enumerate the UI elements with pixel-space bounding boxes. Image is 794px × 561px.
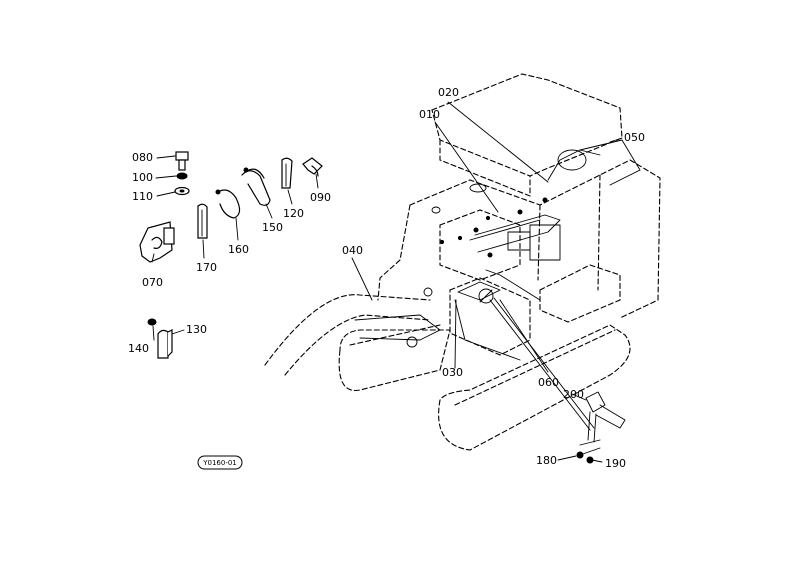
bracket-assembly-200 <box>576 391 626 464</box>
label-140: 140 <box>128 342 149 355</box>
label-020: 020 <box>438 86 459 99</box>
label-200: 200 <box>563 388 584 401</box>
label-190: 190 <box>605 457 626 470</box>
label-120: 120 <box>283 207 304 220</box>
boom-arm <box>264 287 441 376</box>
control-rods <box>434 101 641 431</box>
excavator-body <box>377 73 661 356</box>
reference-code: Y0160-01 <box>197 455 243 470</box>
pin-120 <box>281 157 293 189</box>
label-100: 100 <box>132 171 153 184</box>
label-150: 150 <box>262 221 283 234</box>
label-010: 010 <box>419 108 440 121</box>
clip-090 <box>302 157 323 177</box>
clamp-150 <box>241 167 271 206</box>
label-180: 180 <box>536 454 557 467</box>
left-track <box>338 324 451 392</box>
leader-lines <box>151 137 623 463</box>
label-030: 030 <box>442 366 463 379</box>
label-110: 110 <box>132 190 153 203</box>
reference-code-text: Y0160-01 <box>202 459 237 467</box>
label-170: 170 <box>196 261 217 274</box>
clip-160 <box>215 189 241 219</box>
right-track <box>438 324 631 451</box>
label-090: 090 <box>310 191 331 204</box>
nut-140 <box>147 318 157 326</box>
label-080: 080 <box>132 151 153 164</box>
washer-110 <box>174 186 190 196</box>
label-060: 060 <box>538 376 559 389</box>
label-040: 040 <box>342 244 363 257</box>
pin-170 <box>197 203 208 239</box>
part-labels: 010 020 030 040 050 060 070 080 090 100 … <box>128 86 645 470</box>
washer-100 <box>176 172 188 180</box>
label-160: 160 <box>228 243 249 256</box>
clamp-070 <box>139 221 175 263</box>
label-130: 130 <box>186 323 207 336</box>
label-050: 050 <box>624 131 645 144</box>
bolt-080 <box>175 151 189 171</box>
label-070: 070 <box>142 276 163 289</box>
plate-130 <box>157 329 173 359</box>
